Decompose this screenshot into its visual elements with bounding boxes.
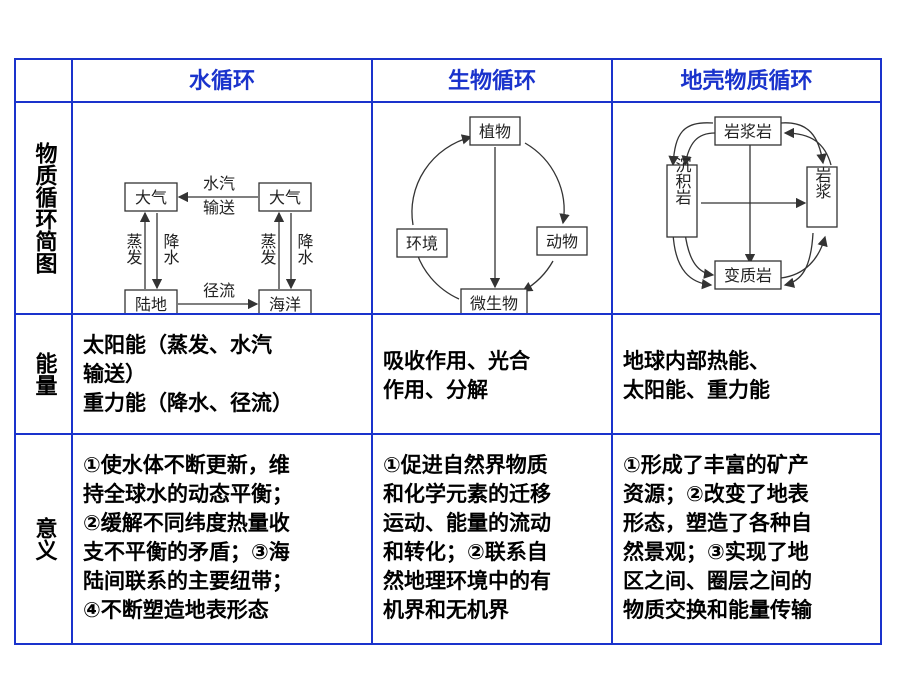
table-border	[14, 643, 882, 645]
meaning-crust-line: 资源；②改变了地表	[623, 482, 809, 506]
meaning-bio-line: 机界和无机界	[383, 598, 509, 622]
energy-crust-line: 地球内部热能、	[623, 349, 770, 373]
meaning-bio: ①促进自然界物质 和化学元素的迁移 运动、能量的流动 和转化；②联系自 然地理环…	[373, 435, 611, 643]
label-transport-1: 水汽	[203, 174, 235, 193]
energy-bio-line: 作用、分解	[383, 378, 488, 402]
crust-cycle-diagram: 岩浆岩 变质岩 沉积岩 岩浆	[613, 103, 880, 313]
label-magma: 岩浆	[813, 167, 832, 199]
col-divider	[611, 58, 613, 645]
row-divider	[14, 101, 882, 103]
label-atmos-left: 大气	[135, 188, 167, 207]
box-metamorphic	[714, 260, 782, 290]
meaning-water-line: 支不平衡的矛盾；③海	[83, 540, 290, 564]
meaning-water-line: ①使水体不断更新，维	[83, 453, 290, 477]
energy-water-line: 太阳能（蒸发、水汽	[83, 333, 272, 357]
meaning-water-line: ②缓解不同纬度热量收	[83, 511, 290, 535]
label-precip-right: 降水	[295, 233, 314, 265]
box-igneous	[714, 116, 782, 146]
label-precip-left: 降水	[161, 233, 180, 265]
box-sedimentary	[666, 164, 698, 238]
col-divider	[71, 58, 73, 645]
label-environment: 环境	[406, 234, 438, 253]
header-crust-cycle: 地壳物质循环	[680, 69, 813, 94]
box-magma	[806, 166, 838, 228]
table-border	[14, 58, 882, 60]
label-evap-right: 蒸发	[258, 233, 277, 265]
label-igneous: 岩浆岩	[724, 122, 772, 141]
table-border	[14, 58, 16, 645]
meaning-bio-line: ①促进自然界物质	[383, 453, 548, 477]
label-runoff: 径流	[203, 281, 235, 300]
row-divider	[14, 313, 882, 315]
box-plant	[469, 116, 521, 146]
label-sedimentary: 沉积岩	[673, 157, 692, 205]
meaning-water-line: ④不断塑造地表形态	[83, 598, 269, 622]
meaning-water: ①使水体不断更新，维 持全球水的动态平衡； ②缓解不同纬度热量收 支不平衡的矛盾…	[73, 435, 371, 643]
energy-crust: 地球内部热能、 太阳能、重力能	[613, 315, 880, 433]
energy-water-line: 输送）	[83, 362, 146, 386]
row-label-diagram: 物质循环简图	[31, 142, 57, 274]
meaning-bio-line: 和转化；②联系自	[383, 540, 548, 564]
label-metamorphic: 变质岩	[724, 266, 772, 285]
label-animal: 动物	[546, 232, 578, 251]
meaning-crust-line: 物质交换和能量传输	[623, 598, 812, 622]
meaning-crust-line: 区之间、圈层之间的	[623, 569, 812, 593]
meaning-bio-line: 运动、能量的流动	[383, 511, 551, 535]
row-label-meaning: 意义	[31, 517, 57, 561]
energy-water: 太阳能（蒸发、水汽 输送） 重力能（降水、径流）	[73, 315, 371, 433]
label-land: 陆地	[135, 295, 167, 313]
meaning-bio-line: 然地理环境中的有	[383, 569, 551, 593]
meaning-crust: ①形成了丰富的矿产 资源；②改变了地表 形态，塑造了各种自 然景观；③实现了地 …	[613, 435, 880, 643]
bio-cycle-diagram: 植物 动物 环境 微生物	[373, 103, 611, 318]
label-ocean: 海洋	[269, 295, 301, 313]
label-transport-2: 输送	[203, 198, 235, 217]
energy-bio-line: 吸收作用、光合	[383, 349, 530, 373]
box-environment	[396, 228, 448, 258]
meaning-water-line: 陆间联系的主要纽带；	[83, 569, 293, 593]
box-atmos-left	[124, 182, 178, 212]
col-divider	[371, 58, 373, 645]
box-animal	[536, 226, 588, 256]
box-atmos-right	[258, 182, 312, 212]
table-border	[880, 58, 882, 645]
label-microbe: 微生物	[470, 294, 518, 313]
cycle-table: 水循环 生物循环 地壳物质循环 物质循环简图 能量 意义	[14, 58, 882, 645]
water-cycle-diagram: 大气 大气 陆地 海洋 水汽 输送 径流 蒸发 降水 蒸发 降水	[73, 103, 371, 319]
row-divider	[14, 433, 882, 435]
energy-bio: 吸收作用、光合 作用、分解	[373, 315, 611, 433]
meaning-water-line: 持全球水的动态平衡；	[83, 482, 293, 506]
meaning-bio-line: 和化学元素的迁移	[383, 482, 551, 506]
label-atmos-right: 大气	[269, 188, 301, 207]
header-water-cycle: 水循环	[188, 69, 255, 94]
meaning-crust-line: 然景观；③实现了地	[623, 540, 809, 564]
energy-crust-line: 太阳能、重力能	[623, 378, 770, 402]
meaning-crust-line: 形态，塑造了各种自	[623, 511, 812, 535]
box-microbe	[460, 288, 528, 318]
energy-water-line: 重力能（降水、径流）	[83, 391, 293, 415]
label-evap-left: 蒸发	[124, 233, 143, 265]
header-bio-cycle: 生物循环	[447, 69, 536, 94]
row-label-energy: 能量	[31, 352, 57, 396]
meaning-crust-line: ①形成了丰富的矿产	[623, 453, 809, 477]
label-plant: 植物	[479, 122, 511, 141]
